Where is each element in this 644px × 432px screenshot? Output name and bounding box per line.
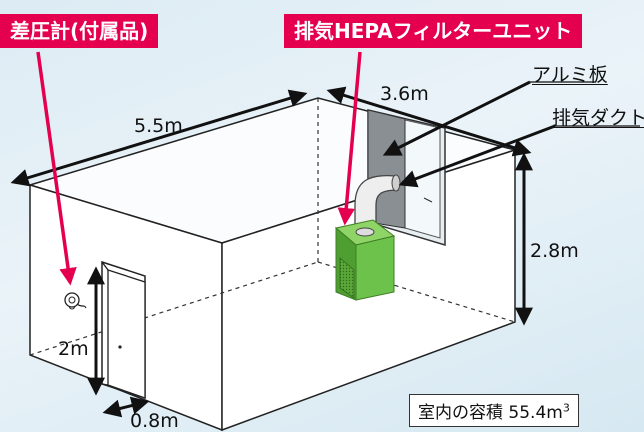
manometer-label: 差圧計(付属品) [0,14,159,48]
room-volume-label: 室内の容積 [418,403,503,423]
aluminum-plate-arrow [382,80,531,156]
manometer-arrow [36,51,77,286]
hepa-unit-arrow [337,51,362,226]
door-width-dimension-line [102,396,150,418]
room-volume-value: 55.4m [508,403,563,423]
window-glass [404,119,441,239]
length-label: 5.5m [134,115,183,137]
room-volume-box: 室内の容積 55.4m3 [409,394,579,427]
hepa-unit-label: 排気HEPAフィルターユニット [284,14,583,48]
hepa-unit-side [355,235,395,301]
width-dimension-line [326,86,532,157]
door-width-label: 0.8m [130,410,179,432]
door-open-edge [101,261,109,271]
length-dimension-line [10,89,308,187]
room-volume-exponent: 3 [562,401,570,415]
door-knob [118,345,122,349]
width-label: 3.6m [380,83,429,105]
window-handle [423,197,433,203]
door-leaf [107,269,146,399]
exhaust-duct-callout: 排気ダクト [552,107,644,129]
height-label: 2.8m [530,240,579,262]
hepa-grille [339,257,355,299]
exhaust-duct-arrow [398,124,556,188]
hidden-edge-left [29,261,319,356]
door-height-label: 2m [58,338,89,360]
hepa-duct-port [355,227,375,237]
duct-end [391,174,401,192]
manometer-icon [64,292,87,310]
aluminum-plate-callout: アルミ板 [532,64,608,86]
